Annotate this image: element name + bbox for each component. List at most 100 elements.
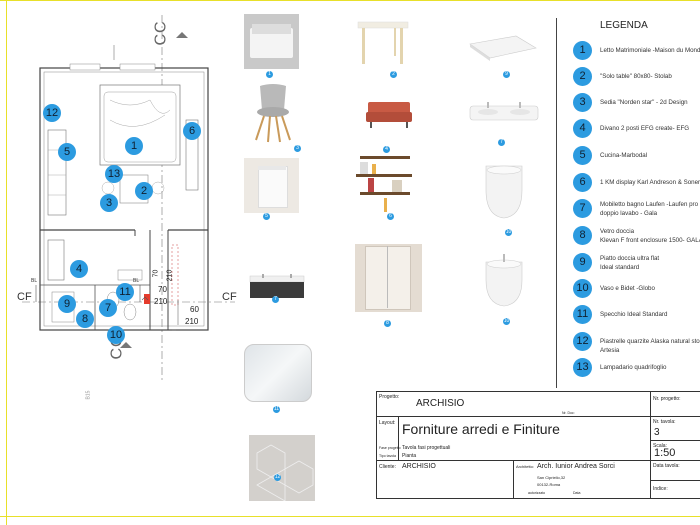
legend-title: LEGENDA: [600, 20, 648, 31]
legend-item-3: Sedia "Norden star" - 2d Design: [600, 99, 688, 106]
plan-marker-7: 7: [99, 299, 117, 317]
legend-item-1: Letto Matrimoniale -Maison du Monde: [600, 47, 700, 54]
nr-tavola-label: Nr. tavola:: [653, 419, 676, 425]
thumb-display-shelves: [356, 156, 412, 212]
plan-marker-1: 1: [125, 137, 143, 155]
legend-item-5: Cucina-Marbodal: [600, 152, 648, 159]
frame-left-line: [6, 0, 7, 525]
legend-marker-12: 12: [573, 332, 592, 351]
dim-210-vertical: 210: [166, 269, 174, 282]
layout-value: Forniture arredi e Finiture: [402, 421, 560, 437]
bl-label-left: BL: [31, 278, 38, 284]
thumb-double-sink: [469, 102, 539, 121]
legend-item-2: "Solo table" 80x80- Stolab: [600, 73, 672, 80]
address-line1: San Cipriello,32: [537, 475, 566, 480]
legend-item-8: Vetro doccia: [600, 228, 635, 235]
legend-marker-9: 9: [573, 253, 592, 272]
tipo-value: Pianta: [402, 453, 417, 459]
legend-marker-11: 11: [573, 305, 592, 324]
fase-value: Tavola fasi progettuali: [402, 445, 451, 451]
thumb-floor-tiles: [249, 435, 315, 501]
legend-divider: [556, 18, 557, 388]
legend-item-13: Lampadario quadrifoglio: [600, 364, 667, 371]
thumb-mirror: [244, 344, 312, 402]
tipo-label: Tipo tavola: [379, 454, 396, 458]
plan-marker-9: 9: [58, 295, 76, 313]
dim-70-vertical: 70: [152, 269, 160, 278]
data-tavola-label: Data tavola:: [653, 463, 680, 469]
legend-item-10: Vaso e Bidet -Globo: [600, 285, 655, 292]
data-label: Data: [573, 491, 581, 495]
thumb-toilet: [485, 165, 523, 219]
thumb-shower-tray: [469, 35, 537, 61]
layout-label: Layout:: [379, 420, 396, 426]
fase-label: Fase progetto: [379, 446, 401, 450]
dim-210-b: 210: [185, 317, 199, 326]
legend-marker-7: 7: [573, 199, 592, 218]
progetto-label: Progetto:: [379, 394, 400, 400]
frame-top-line: [0, 0, 700, 1]
architetto-value: Arch. Iunior Andrea Sorci: [537, 463, 615, 470]
nr-progetto-label: Nr. progetto:: [653, 396, 681, 402]
plan-marker-10: 10: [107, 326, 125, 344]
scala-value: 1:50: [654, 447, 676, 459]
plan-marker-5: 5: [58, 143, 76, 161]
cliente-value: ARCHISIO: [402, 463, 436, 470]
thumb-label-12: 12: [274, 474, 281, 481]
thumb-kitchen-cabinet: [244, 158, 299, 213]
legend-item-7-line2: doppio lavabo - Gala: [600, 210, 658, 217]
thumb-label-1: 1: [266, 71, 273, 78]
legend-item-11: Specchio Ideal Standard: [600, 311, 668, 318]
thumb-bathroom-vanity: [249, 274, 305, 298]
legend-item-6: 1 KM display Karl Andreson & Soner: [600, 179, 700, 186]
thumb-label-6: 6: [387, 213, 394, 220]
thumb-label-10b: 10: [503, 318, 510, 325]
address-line2: 00132-Roma: [537, 482, 561, 487]
thumb-bed: [244, 14, 299, 69]
thumb-label-8: 8: [384, 320, 391, 327]
cf-label-right: CF: [222, 291, 237, 303]
legend-marker-3: 3: [573, 93, 592, 112]
thumb-sofa: [366, 102, 412, 128]
plan-marker-4: 4: [70, 260, 88, 278]
thumb-shower-glass: [355, 244, 422, 312]
indice-label: Indice:: [653, 486, 668, 492]
thumb-label-7: 7: [498, 139, 505, 146]
plan-marker-12: 12: [43, 104, 61, 122]
legend-marker-8: 8: [573, 226, 592, 245]
plan-marker-2: 2: [135, 182, 153, 200]
nr-doc-label: Nr. Doc:: [562, 411, 575, 415]
legend-marker-13: 13: [573, 358, 592, 377]
legend-marker-10: 10: [573, 279, 592, 298]
thumb-label-7b: 7: [272, 296, 279, 303]
legend-marker-5: 5: [573, 146, 592, 165]
cliente-label: Cliente:: [379, 464, 396, 470]
thumb-label-4: 4: [383, 146, 390, 153]
legend-item-9-line2: Ideal standard: [600, 264, 640, 271]
legend-item-9: Piatto doccia ultra flat: [600, 255, 660, 262]
legend-marker-2: 2: [573, 67, 592, 86]
architetto-label: Architetto:: [516, 464, 535, 469]
thumb-label-5: 5: [263, 213, 270, 220]
bl-label-right: BL: [133, 278, 140, 284]
dim-210: 210: [154, 297, 168, 306]
progetto-value: ARCHISIO: [416, 398, 465, 409]
thumb-label-10: 10: [505, 229, 512, 236]
autorizzato-label: autorizzato: [528, 491, 546, 495]
legend-item-12: Piastrelle quarzite Alaska natural stone…: [600, 338, 700, 345]
legend-item-12-line2: Artesia: [600, 347, 620, 354]
dim-60: 60: [190, 305, 199, 314]
dim-70: 70: [158, 285, 167, 294]
thumb-bidet: [485, 254, 523, 307]
thumb-label-9: 9: [503, 71, 510, 78]
thumb-label-3: 3: [294, 145, 301, 152]
side-note: B15: [85, 390, 92, 400]
legend-marker-6: 6: [573, 173, 592, 192]
legend-item-7: Mobiletto bagno Laufen -Laufen pro: [600, 201, 699, 208]
cf-label-left: CF: [17, 291, 32, 303]
thumb-label-11: 11: [273, 406, 280, 413]
thumb-label-2: 2: [390, 71, 397, 78]
thumb-chair: [255, 84, 291, 143]
plan-marker-8: 8: [76, 310, 94, 328]
plan-marker-13: 13: [105, 165, 123, 183]
